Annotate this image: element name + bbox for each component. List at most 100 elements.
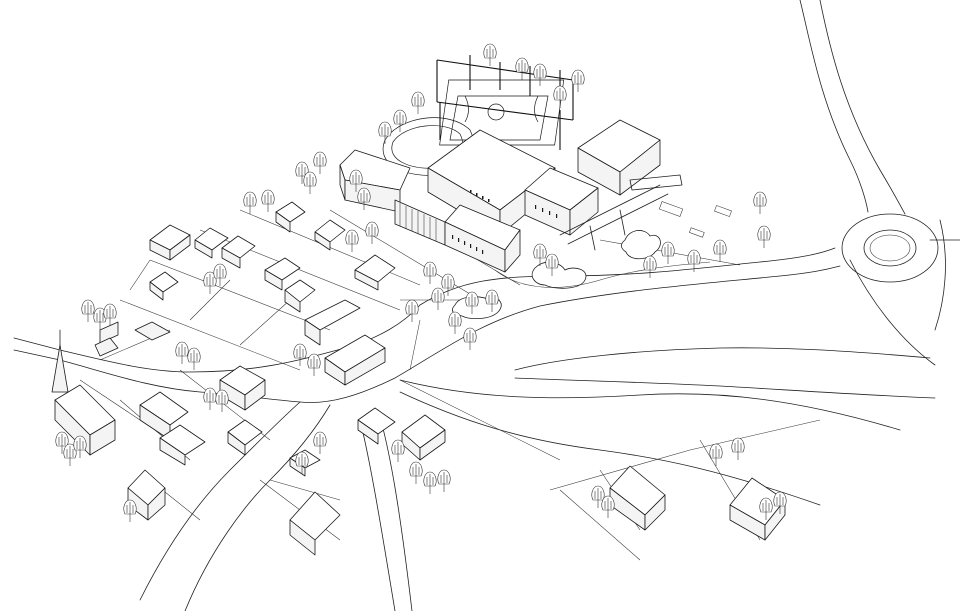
tree (483, 43, 497, 66)
tree (515, 57, 529, 80)
tree (643, 255, 657, 278)
roundabout-center (869, 234, 911, 262)
tree (175, 341, 189, 364)
tree (591, 485, 605, 508)
tree (81, 299, 95, 322)
tree (759, 497, 773, 520)
tree (349, 169, 363, 192)
front-block-wall (394, 199, 446, 246)
tree (423, 471, 437, 494)
east-road-edge (934, 219, 946, 331)
tree (103, 303, 117, 326)
spur-road-top (514, 347, 931, 371)
tree (203, 271, 217, 294)
tree (293, 343, 307, 366)
tree (391, 439, 405, 462)
house-18 (729, 477, 786, 541)
house-2 (194, 227, 229, 259)
tree (55, 431, 69, 454)
tree (709, 443, 723, 466)
tree (731, 437, 745, 460)
tree (713, 239, 727, 262)
spur-road-bottom (514, 377, 936, 399)
house-10 (219, 365, 266, 411)
house-8 (149, 271, 179, 301)
tree (463, 327, 477, 350)
house-3 (221, 235, 256, 269)
branch-road-west-edge (359, 419, 396, 611)
tree (423, 261, 437, 284)
main-road-south-edge (13, 265, 841, 403)
tree (261, 189, 275, 212)
tree (773, 491, 787, 514)
tree (661, 241, 675, 264)
parking-shapes (658, 201, 732, 238)
tree (757, 225, 771, 248)
lower-road-east-edge (184, 404, 331, 611)
north-road-west-edge (799, 0, 869, 213)
village-houses (51, 201, 786, 556)
tree (357, 187, 371, 210)
shed-1 (99, 321, 119, 344)
tree (465, 291, 479, 314)
lower-road-west-edge (139, 401, 301, 601)
house-1 (149, 224, 191, 261)
tree (307, 353, 321, 376)
tree (243, 191, 257, 214)
main-road-north-edge (13, 247, 836, 373)
covered-walkway (629, 174, 683, 191)
tree (63, 443, 77, 466)
house-6 (354, 254, 396, 291)
house-14 (289, 491, 341, 556)
house-17 (609, 465, 666, 531)
tree (533, 243, 547, 266)
roundabout-inner (863, 229, 917, 267)
tree (601, 495, 615, 518)
tree (441, 273, 455, 296)
tree (405, 299, 419, 322)
tree (431, 287, 445, 310)
tree (437, 469, 451, 492)
house-11 (139, 391, 206, 466)
house-12 (227, 419, 263, 456)
north-road-east-edge (819, 0, 906, 215)
south-road-north-edge (399, 379, 901, 431)
house-7 (264, 257, 316, 313)
roundabout-outer (841, 213, 939, 283)
basketball-court (439, 79, 565, 146)
house-13 (127, 469, 166, 521)
tree (553, 85, 567, 108)
tree (409, 461, 423, 484)
tree (215, 389, 229, 412)
tree (313, 431, 327, 454)
tree (93, 307, 107, 330)
tree (533, 63, 547, 86)
court-fence (436, 55, 574, 121)
tree (345, 229, 359, 252)
tree (303, 171, 317, 194)
trees (55, 43, 787, 522)
tree (485, 289, 499, 312)
tree (545, 253, 559, 276)
house-4 (275, 201, 306, 233)
tree (123, 499, 137, 522)
house-5 (314, 219, 346, 251)
tree (687, 249, 701, 272)
house-16 (357, 407, 446, 461)
tree (378, 121, 392, 144)
roundabout-out (849, 259, 936, 366)
pond-right (620, 230, 661, 260)
south-road-south-edge (399, 391, 821, 506)
tree (313, 151, 327, 174)
tree (411, 91, 425, 114)
tree (187, 347, 201, 370)
tree (295, 451, 309, 474)
tree (393, 109, 407, 132)
tree (203, 387, 217, 410)
house-row-long (304, 299, 386, 386)
tree (73, 435, 87, 458)
tree (365, 221, 379, 244)
tree (213, 263, 227, 286)
pond-left (531, 261, 587, 289)
